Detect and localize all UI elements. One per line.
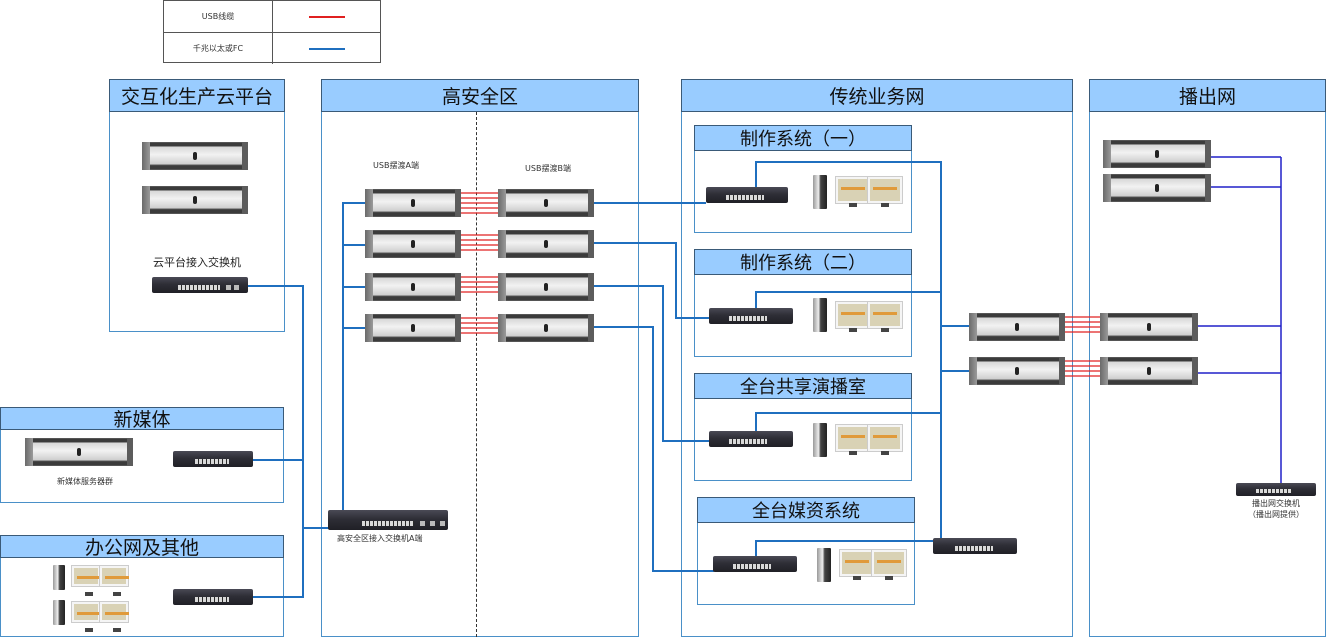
- new-media-server-label: 新媒体服务器群: [57, 477, 113, 486]
- broadcast-ferry-server-1: [1100, 313, 1198, 341]
- sub2-monitor-2: [868, 302, 902, 332]
- office-switch: [173, 589, 253, 605]
- sub4-monitor-2: [872, 550, 906, 580]
- ferry-b-server-1: [498, 189, 594, 217]
- ferry-a-label: USB摆渡A端: [373, 161, 419, 170]
- core-ferry-server-1: [969, 313, 1065, 341]
- cloud-server-2: [142, 186, 248, 214]
- broadcast-server-2: [1103, 174, 1211, 202]
- legend-row-ethernet: 千兆以太或FC: [164, 32, 380, 64]
- link-sub1-core: [755, 161, 942, 545]
- sub3-monitor-2: [868, 425, 902, 455]
- ferry-a-server-1: [365, 189, 461, 217]
- zone-new-media-title: 新媒体: [0, 407, 284, 431]
- subsystem-shared-studio-title: 全台共享演播室: [694, 373, 912, 399]
- sub1-workstation-tower: [813, 175, 827, 209]
- new-media-switch: [173, 451, 253, 467]
- link-cloud-switch: [246, 285, 304, 598]
- ferry-b-label: USB摆渡B端: [525, 164, 571, 173]
- office-pc-1-monitor-2: [100, 566, 129, 596]
- zone-office-title: 办公网及其他: [0, 535, 284, 559]
- cloud-server-1: [142, 142, 248, 170]
- office-pc-2-monitor-1: [72, 602, 101, 632]
- cloud-access-switch: [152, 277, 248, 293]
- legend-swatch-usb: [309, 16, 345, 18]
- sub4-switch: [713, 556, 797, 572]
- link-sub4-core: [755, 540, 941, 556]
- sub3-switch: [709, 431, 793, 447]
- ethernet-links: [246, 161, 970, 598]
- legend: USB线缆 千兆以太或FC: [163, 0, 381, 64]
- traditional-core-switch: [933, 538, 1017, 554]
- ferry-b-server-4: [498, 314, 594, 342]
- ferry-b-server-3: [498, 273, 594, 301]
- legend-label-usb: USB线缆: [164, 1, 273, 32]
- sub4-workstation-tower: [817, 548, 831, 582]
- broadcast-ferry-server-2: [1100, 357, 1198, 385]
- legend-label-ethernet: 千兆以太或FC: [164, 33, 273, 64]
- zone-cloud-platform-title: 交互化生产云平台: [109, 79, 285, 112]
- zone-high-security-title: 高安全区: [321, 79, 639, 112]
- office-pc-2-tower: [53, 600, 65, 625]
- ferry-divider-line: [476, 112, 477, 637]
- subsystem-media-asset-title: 全台媒资系统: [697, 497, 915, 523]
- core-ferry-server-2: [969, 357, 1065, 385]
- link-ferry-b3: [593, 285, 710, 442]
- office-pc-2-monitor-2: [100, 602, 129, 632]
- legend-swatch-ethernet: [309, 48, 345, 50]
- broadcast-switch: [1236, 483, 1316, 496]
- zone-high-security: [321, 79, 639, 637]
- sub3-monitor-1: [836, 425, 870, 455]
- link-hs-switch-trunk: [342, 202, 366, 512]
- ferry-a-server-3: [365, 273, 461, 301]
- cloud-switch-label: 云平台接入交换机: [153, 256, 241, 269]
- zone-traditional-network-title: 传统业务网: [681, 79, 1073, 112]
- broadcast-server-1: [1103, 140, 1211, 168]
- sub2-switch: [709, 308, 793, 324]
- link-sub3-core: [755, 412, 941, 431]
- subsystem-production-1-title: 制作系统（一）: [694, 125, 912, 151]
- office-pc-1-monitor-1: [72, 566, 101, 596]
- broadcast-links: [1198, 156, 1282, 484]
- sub1-switch: [706, 187, 788, 203]
- office-pc-1-tower: [53, 565, 65, 590]
- link-sub2-core: [755, 291, 941, 308]
- new-media-server: [25, 438, 133, 466]
- broadcast-switch-note: （播出网提供）: [1248, 510, 1304, 519]
- sub1-monitor-1: [836, 177, 870, 207]
- sub3-workstation-tower: [813, 423, 827, 457]
- broadcast-switch-label: 播出网交换机: [1252, 499, 1300, 508]
- ferry-b-server-2: [498, 230, 594, 258]
- high-security-switch-label: 高安全区接入交换机A端: [337, 534, 423, 543]
- ferry-a-server-4: [365, 314, 461, 342]
- link-ferry-b4: [593, 326, 714, 572]
- sub2-monitor-1: [836, 302, 870, 332]
- sub2-workstation-tower: [813, 298, 827, 332]
- sub4-monitor-1: [840, 550, 874, 580]
- zone-broadcast-title: 播出网: [1089, 79, 1326, 112]
- sub1-monitor-2: [868, 177, 902, 207]
- subsystem-production-2-title: 制作系统（二）: [694, 249, 912, 275]
- legend-row-usb: USB线缆: [164, 1, 380, 32]
- high-security-access-switch: [328, 510, 448, 530]
- usb-links: [460, 192, 1104, 377]
- link-ferry-b2: [593, 242, 710, 319]
- ferry-a-server-2: [365, 230, 461, 258]
